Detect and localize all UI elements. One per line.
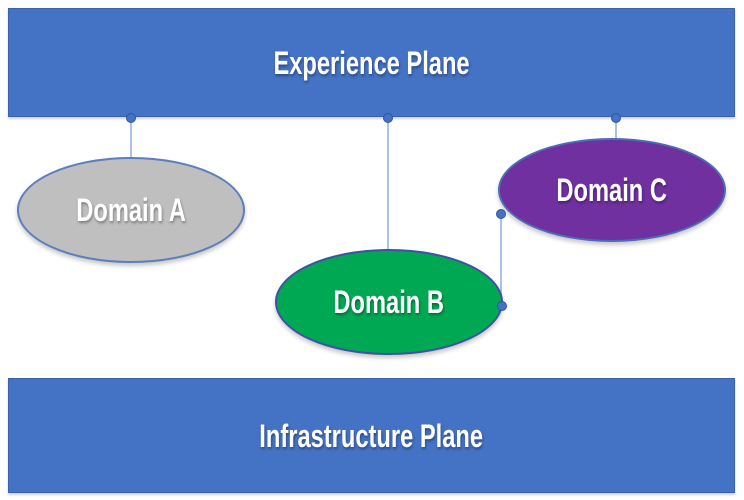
domain-a-shape: Domain A <box>17 157 245 263</box>
connector-line-experience-to-domain-c <box>615 118 617 140</box>
domain-c-label: Domain C <box>556 172 668 208</box>
domain-a-label: Domain A <box>76 192 186 228</box>
domain-b-label: Domain B <box>333 284 445 320</box>
connector-dot-experience-domain-b <box>383 113 393 123</box>
connector-line-experience-to-domain-b <box>387 118 389 251</box>
domain-c-shape: Domain C <box>498 138 726 242</box>
infrastructure-plane-shape: Infrastructure Plane <box>8 378 735 493</box>
infrastructure-plane-label: Infrastructure Plane <box>259 417 484 454</box>
connector-dot-domain-c-end <box>496 209 506 219</box>
connector-dot-domain-b-end <box>497 301 507 311</box>
domain-b-shape: Domain B <box>275 249 503 355</box>
experience-plane-shape: Experience Plane <box>8 8 735 117</box>
connector-line-domain-c-to-domain-b <box>500 214 502 307</box>
connector-line-experience-to-domain-a <box>130 118 132 159</box>
connector-dot-experience-domain-c <box>611 113 621 123</box>
experience-plane-label: Experience Plane <box>273 44 470 81</box>
connector-dot-experience-domain-a <box>126 113 136 123</box>
